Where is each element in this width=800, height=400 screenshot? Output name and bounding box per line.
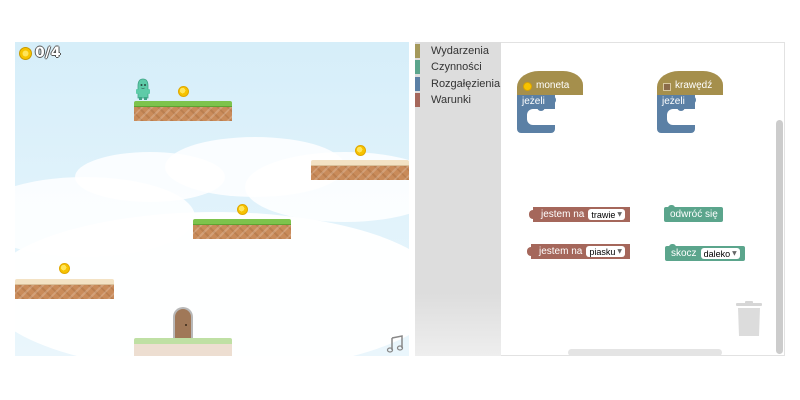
- block-label: skocz: [671, 248, 697, 259]
- block-label: odwróć się: [670, 209, 718, 220]
- coin-counter: 0/4: [19, 45, 61, 61]
- category-swatch: [415, 76, 420, 91]
- if-label: jeżeli: [662, 96, 685, 107]
- if-slot: [527, 106, 555, 125]
- dropdown-value: trawie: [591, 209, 616, 220]
- platform-grass: [134, 101, 232, 121]
- block-label: jestem na: [541, 209, 585, 220]
- event-block-edge[interactable]: krawędź jeżeli: [657, 71, 723, 133]
- coin-pickup: [178, 86, 189, 97]
- block-nub: [668, 205, 675, 208]
- if-block[interactable]: jeżeli: [517, 95, 555, 133]
- platform-sand: [311, 160, 409, 180]
- block-plug: [529, 210, 534, 219]
- category-label: Rozgałęzienia: [431, 77, 501, 90]
- category-swatch: [415, 43, 420, 58]
- action-block-jump[interactable]: skocz daleko ▼: [665, 244, 745, 261]
- category-label: Warunki: [431, 94, 471, 107]
- event-label: krawędź: [675, 80, 713, 91]
- coin-count-text: 0/4: [35, 45, 62, 61]
- event-cap: moneta: [517, 71, 583, 95]
- platform-ghost: [134, 338, 232, 356]
- event-label: moneta: [536, 80, 570, 91]
- edge-icon: [663, 83, 671, 91]
- toolbox-category-branches[interactable]: Rozgałęzienia: [415, 76, 501, 92]
- action-block-turn-around[interactable]: odwróć się: [664, 205, 723, 222]
- dropdown-value: daleko: [703, 248, 731, 259]
- block-nub: [669, 244, 676, 247]
- event-cap: krawędź: [657, 71, 723, 95]
- toolbox-category-conditions[interactable]: Warunki: [415, 93, 501, 109]
- block-toolbox: Wydarzenia Czynności Rozgałęzienia Warun…: [415, 42, 501, 356]
- block-plug: [527, 247, 532, 256]
- coin-pickup: [355, 145, 366, 156]
- if-slot: [667, 106, 695, 125]
- platform-grass: [193, 219, 291, 239]
- category-label: Czynności: [431, 61, 482, 74]
- toolbox-category-actions[interactable]: Czynności: [415, 60, 501, 76]
- surface-dropdown[interactable]: piasku ▼: [586, 246, 625, 257]
- event-block-coin[interactable]: moneta jeżeli: [517, 71, 583, 133]
- coin-pickup: [59, 263, 70, 274]
- input-tab: [689, 96, 696, 104]
- if-block[interactable]: jeżeli: [657, 95, 695, 133]
- workspace-horizontal-scrollbar[interactable]: [568, 349, 722, 356]
- if-label: jeżeli: [522, 96, 545, 107]
- workspace-vertical-scrollbar[interactable]: [776, 120, 783, 354]
- coin-pickup: [237, 204, 248, 215]
- dropdown-arrow-icon: ▼: [732, 250, 737, 257]
- jump-distance-dropdown[interactable]: daleko ▼: [700, 248, 740, 259]
- exit-door: [173, 307, 193, 338]
- platform-sand: [15, 279, 114, 299]
- block-label: jestem na: [539, 246, 583, 257]
- condition-block-on-sand[interactable]: jestem na piasku ▼: [527, 244, 630, 259]
- category-swatch: [415, 93, 420, 108]
- category-swatch: [415, 60, 420, 75]
- toolbox-category-events[interactable]: Wydarzenia: [415, 43, 501, 59]
- trash-icon[interactable]: [736, 301, 762, 336]
- condition-block-on-grass[interactable]: jestem na trawie ▼: [529, 207, 630, 222]
- dropdown-value: piasku: [589, 246, 616, 257]
- category-label: Wydarzenia: [431, 44, 489, 57]
- coin-icon: [19, 46, 32, 60]
- music-note-icon[interactable]: [386, 335, 404, 353]
- coin-icon: [523, 82, 532, 91]
- input-tab: [549, 96, 556, 104]
- dropdown-arrow-icon: ▼: [617, 248, 622, 255]
- dropdown-arrow-icon: ▼: [617, 211, 622, 218]
- surface-dropdown[interactable]: trawie ▼: [588, 209, 625, 220]
- game-canvas[interactable]: 0/4: [15, 42, 409, 356]
- player-character: [136, 78, 150, 100]
